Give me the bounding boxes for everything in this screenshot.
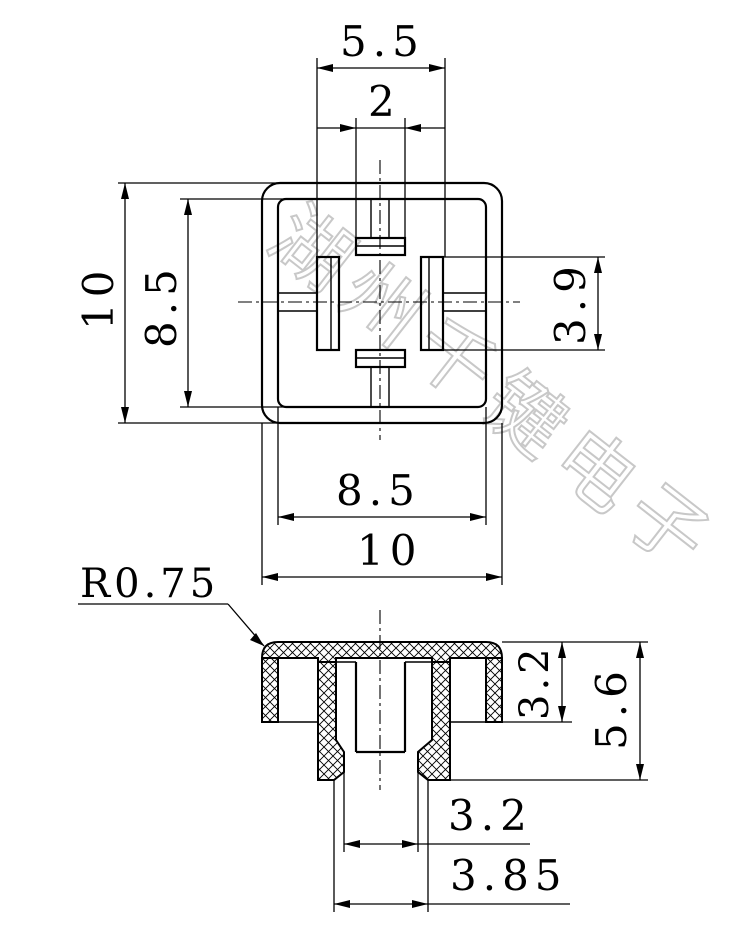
dim-top-inner: 2 [317, 77, 445, 238]
dim-side-total: 5.6 [450, 641, 648, 781]
dim-label-side-total: 5.6 [587, 665, 636, 750]
outer-square [260, 181, 504, 425]
dim-left-outer: 10 [74, 182, 290, 424]
section-left-wall [261, 657, 279, 723]
dim-side-small: 3.2 [502, 641, 572, 723]
dim-label-bottom-outer: 10 [357, 526, 422, 575]
inner-square [276, 197, 488, 409]
dim-label-side-small: 3.2 [512, 644, 558, 720]
left-rib [315, 255, 341, 352]
dim-bottom-inner: 8.5 [277, 407, 487, 525]
dim-label-left-outer: 10 [74, 265, 123, 330]
dim-stem-outer: 3.85 [333, 780, 570, 912]
dim-bottom-outer: 10 [261, 423, 503, 585]
dim-label-right: 3.9 [546, 260, 595, 345]
dim-label-radius: R0.75 [80, 561, 219, 607]
section-left-stem [317, 661, 345, 781]
dim-label-left-inner: 8.5 [137, 263, 186, 348]
section-right-wall [485, 657, 503, 723]
dim-label-stem-inner: 3.2 [448, 791, 533, 840]
right-rib [419, 255, 445, 352]
dim-radius: R0.75 [78, 561, 265, 647]
section-view [260, 610, 504, 790]
section-right-stem [417, 661, 451, 781]
dim-left-inner: 8.5 [137, 198, 300, 408]
dim-label-top-outer: 5.5 [340, 17, 425, 66]
dim-top-outer: 5.5 [316, 17, 446, 257]
dim-right: 3.9 [443, 256, 605, 351]
dim-stem-inner: 3.2 [343, 772, 533, 852]
section-top-plate [260, 641, 504, 663]
top-view [238, 160, 520, 440]
watermark: 湖 州 千 键 电 子 [252, 189, 725, 587]
dim-label-bottom-inner: 8.5 [336, 466, 421, 515]
dim-label-top-inner: 2 [368, 77, 401, 126]
dim-label-stem-outer: 3.85 [450, 851, 568, 900]
